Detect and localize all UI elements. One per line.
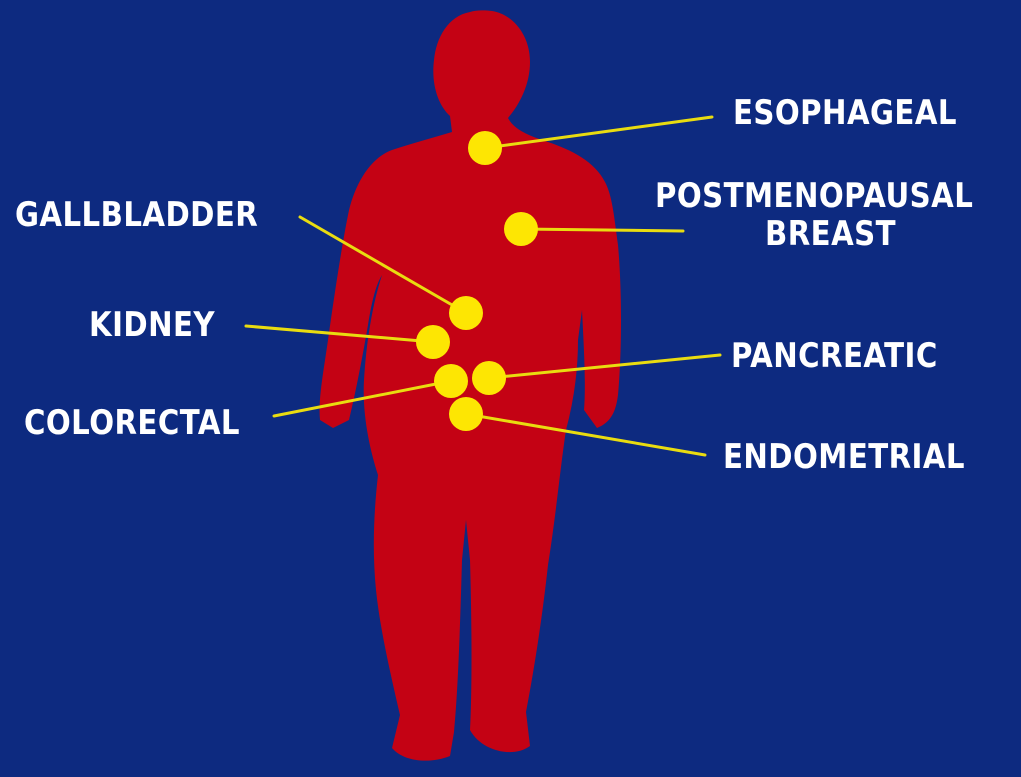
marker-colorectal: [434, 364, 468, 398]
marker-gallbladder: [449, 296, 483, 330]
label-postmenopausal: POSTMENOPAUSAL: [655, 179, 973, 213]
label-gallbladder: GALLBLADDER: [15, 198, 258, 232]
label-kidney: KIDNEY: [89, 308, 215, 342]
marker-breast: [504, 212, 538, 246]
label-esophageal: ESOPHAGEAL: [733, 96, 957, 130]
body-silhouette: [320, 10, 621, 760]
label-endometrial: ENDOMETRIAL: [723, 440, 965, 474]
label-pancreatic: PANCREATIC: [731, 339, 938, 373]
marker-pancreatic: [472, 361, 506, 395]
label-breast: BREAST: [765, 217, 896, 251]
label-colorectal: COLORECTAL: [24, 406, 240, 440]
marker-esophageal: [468, 131, 502, 165]
leader-line-breast: [521, 229, 683, 231]
silhouette-shape: [320, 10, 621, 760]
marker-endometrial: [449, 397, 483, 431]
marker-kidney: [416, 325, 450, 359]
